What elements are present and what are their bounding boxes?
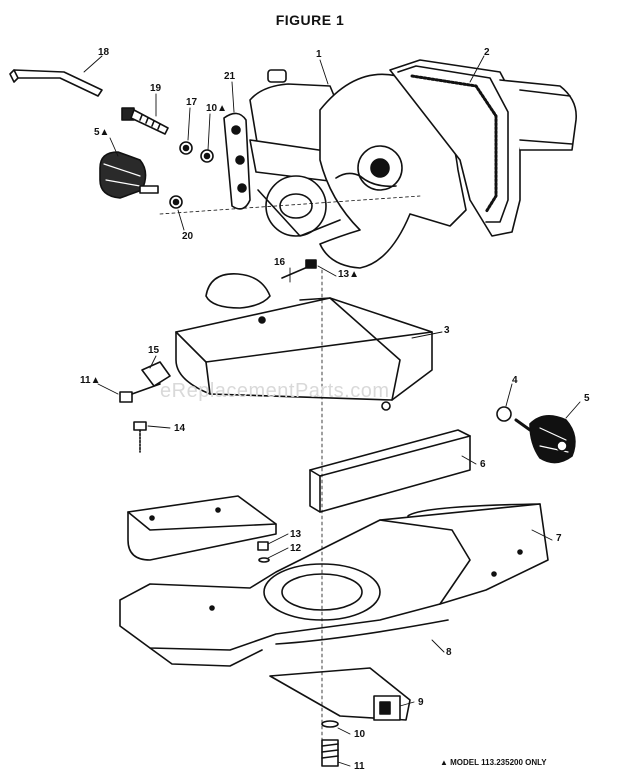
figure-title: FIGURE 1 — [275, 12, 345, 28]
callout-7: 7 — [556, 533, 562, 544]
callout-17: 17 — [186, 97, 198, 108]
model-footnote: ▲ MODEL 113.235200 ONLY — [440, 758, 547, 767]
callout-5a: 5▲ — [94, 127, 110, 138]
callout-21: 21 — [224, 71, 236, 82]
bolt-part — [321, 739, 339, 767]
callout-5: 5 — [584, 393, 590, 404]
knob-part — [99, 151, 159, 199]
table-part — [175, 297, 433, 411]
leader-lines — [83, 55, 581, 767]
screw-part — [257, 541, 269, 551]
callout-16: 16 — [274, 257, 286, 268]
table-knob-part — [496, 406, 576, 464]
callout-18: 18 — [98, 47, 110, 58]
callout-11: 11 — [354, 761, 365, 772]
dust-cover-part — [205, 259, 317, 309]
washer-part — [321, 720, 339, 728]
callout-12: 12 — [290, 543, 302, 554]
callout-2: 2 — [484, 47, 490, 58]
callout-4: 4 — [512, 375, 518, 386]
callout-3: 3 — [444, 325, 450, 336]
motor-arm-assembly — [249, 69, 381, 237]
bolt-part — [121, 107, 169, 135]
callout-1: 1 — [316, 49, 322, 60]
motor-part — [389, 59, 577, 237]
callout-13a: 13▲ — [338, 269, 360, 280]
lock-plate-part — [269, 667, 411, 721]
arm-bracket-part — [223, 112, 251, 210]
callout-19: 19 — [150, 83, 162, 94]
base-part — [119, 503, 549, 667]
washer-part — [258, 557, 270, 563]
callout-11a: 11▲ — [80, 375, 101, 386]
callout-13: 13 — [290, 529, 302, 540]
watermark-text: eReplacementParts.com — [160, 380, 390, 402]
callout-10: 10 — [354, 729, 366, 740]
blade-guard-part — [319, 73, 467, 269]
pointer-spring-part — [275, 619, 449, 645]
callout-6: 6 — [480, 459, 486, 470]
left-fence-part — [127, 495, 277, 561]
callout-10a: 10▲ — [206, 103, 228, 114]
callout-20: 20 — [182, 231, 194, 242]
clamp-part — [119, 361, 171, 403]
callout-15: 15 — [148, 345, 160, 356]
fence-part — [309, 429, 471, 513]
callout-14: 14 — [174, 423, 186, 434]
screw-part — [133, 421, 147, 453]
alignment-line — [159, 195, 421, 215]
callout-8: 8 — [446, 647, 452, 658]
callout-9: 9 — [418, 697, 424, 708]
hex-key-part — [9, 69, 103, 97]
